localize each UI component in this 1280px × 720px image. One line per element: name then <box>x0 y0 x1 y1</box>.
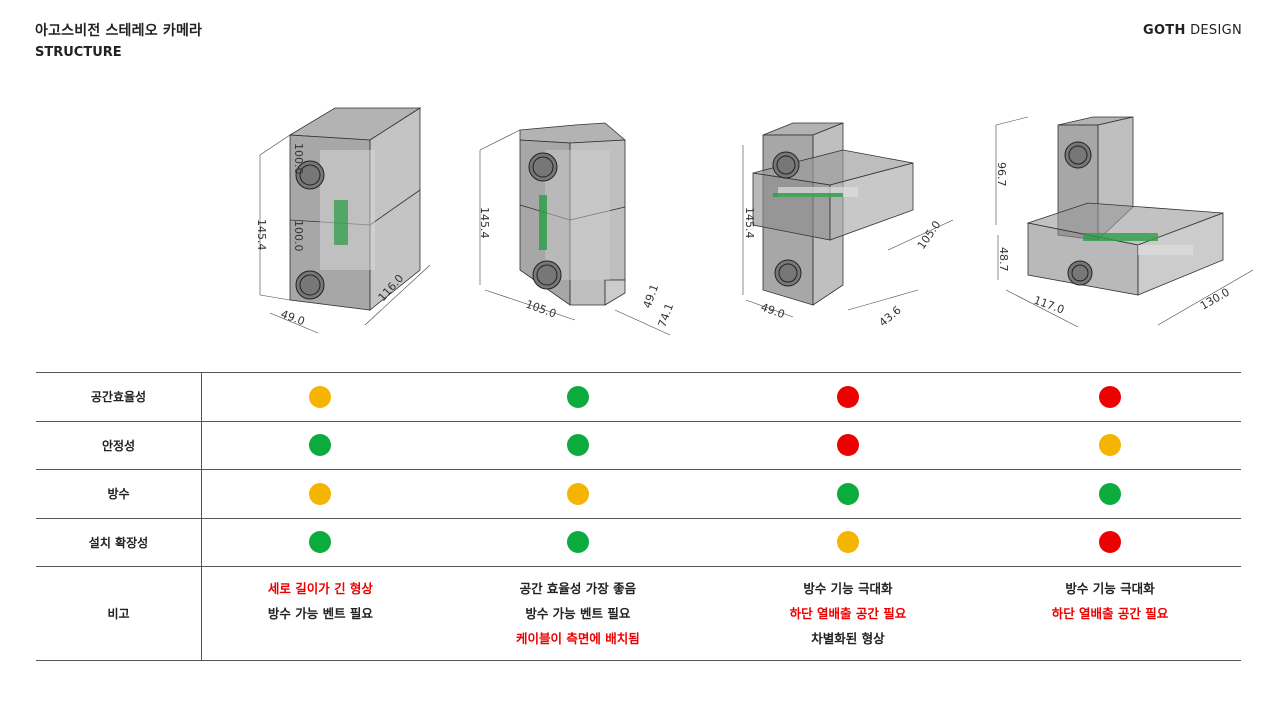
table-row: 안정성 <box>36 420 1241 470</box>
note-line: 방수 기능 극대화 <box>803 581 893 596</box>
rating-green-dot <box>566 531 589 554</box>
row-label: 방수 <box>36 469 202 518</box>
fig2-dim-b: 105.0 <box>524 298 558 321</box>
fig4-dim-d: 130.0 <box>1198 286 1232 313</box>
note-line: 케이블이 측면에 배치됨 <box>515 631 640 646</box>
figure-3: 145.4 105.0 49.0 43.6 <box>742 122 954 330</box>
table-row: 방수 <box>36 469 1241 518</box>
structure-figures: 100.0 145.4 100.0 116.0 49.0 145.4 105.0… <box>0 95 1280 355</box>
fig1-dim-c: 100.0 <box>292 220 305 252</box>
figure-1: 100.0 145.4 100.0 116.0 49.0 <box>255 107 431 334</box>
note-line: 차별화된 형상 <box>811 631 885 646</box>
note-line: 방수 가능 벤트 필요 <box>267 606 373 621</box>
fig2-dim-d: 74.1 <box>656 302 675 329</box>
fig4-dim-b: 48.7 <box>997 247 1010 272</box>
note-line: 방수 가능 벤트 필요 <box>525 606 631 621</box>
fig4-dim-c: 117.0 <box>1032 294 1066 317</box>
row-label: 안정성 <box>36 420 202 470</box>
fig1-dim-a: 100.0 <box>292 143 305 175</box>
fig2-dim-c: 49.1 <box>641 283 662 310</box>
rating-cell <box>438 469 717 518</box>
notes-label: 비고 <box>36 566 202 661</box>
table-row: 공간효율성 <box>36 372 1241 421</box>
brand-logo: GOTH DESIGN <box>1143 23 1242 38</box>
rating-cell <box>201 469 439 518</box>
brand-bold: GOTH <box>1142 23 1186 38</box>
rating-cell <box>438 372 717 421</box>
note-line: 세로 길이가 긴 형상 <box>267 581 373 596</box>
table-row: 설치 확장성 <box>36 517 1241 567</box>
fig3-dim-a: 145.4 <box>743 207 756 239</box>
fig3-dim-c: 49.0 <box>759 301 786 322</box>
note-line: 방수 기능 극대화 <box>1065 581 1155 596</box>
figure-4: 96.7 48.7 117.0 130.0 <box>995 116 1254 328</box>
rating-yellow-dot <box>566 482 589 505</box>
rating-yellow-dot <box>309 482 332 505</box>
rating-cell <box>978 517 1241 567</box>
rating-red-dot <box>1098 531 1121 554</box>
brand-rest: DESIGN <box>1185 23 1242 38</box>
rating-cell <box>438 517 717 567</box>
fig1-dim-b: 145.4 <box>255 219 268 251</box>
rating-green-dot <box>566 385 589 408</box>
rating-green-dot <box>566 434 589 457</box>
note-line: 하단 열배출 공간 필요 <box>1051 606 1169 621</box>
rating-green-dot <box>836 482 859 505</box>
rating-cell <box>201 517 439 567</box>
rating-cell <box>716 420 979 470</box>
rating-cell <box>978 372 1241 421</box>
rating-yellow-dot <box>309 385 332 408</box>
note-line: 공간 효율성 가장 좋음 <box>519 581 637 596</box>
fig3-dim-d: 43.6 <box>877 304 904 330</box>
figure-2: 145.4 105.0 49.1 74.1 <box>478 122 675 336</box>
rating-cell <box>201 420 439 470</box>
rating-cell <box>716 517 979 567</box>
rating-cell <box>978 420 1241 470</box>
fig2-dim-a: 145.4 <box>478 207 491 239</box>
rating-cell <box>716 469 979 518</box>
rating-cell <box>438 420 717 470</box>
rating-yellow-dot <box>1098 434 1121 457</box>
rating-yellow-dot <box>836 531 859 554</box>
rating-red-dot <box>836 385 859 408</box>
rating-green-dot <box>1098 482 1121 505</box>
rating-red-dot <box>836 434 859 457</box>
rating-cell <box>201 372 439 421</box>
fig1-dim-e: 49.0 <box>279 308 306 329</box>
page-subtitle: STRUCTURE <box>35 45 122 60</box>
row-label: 공간효율성 <box>36 372 202 421</box>
rating-red-dot <box>1098 385 1121 408</box>
rating-green-dot <box>309 434 332 457</box>
rating-cell <box>716 372 979 421</box>
fig3-dim-b: 105.0 <box>915 218 944 251</box>
rating-cell <box>978 469 1241 518</box>
rating-green-dot <box>309 531 332 554</box>
page-title: 아고스비전 스테레오 카메라 <box>35 23 203 39</box>
fig4-dim-a: 96.7 <box>995 162 1008 187</box>
note-line: 하단 열배출 공간 필요 <box>789 606 907 621</box>
row-label: 설치 확장성 <box>36 517 202 567</box>
